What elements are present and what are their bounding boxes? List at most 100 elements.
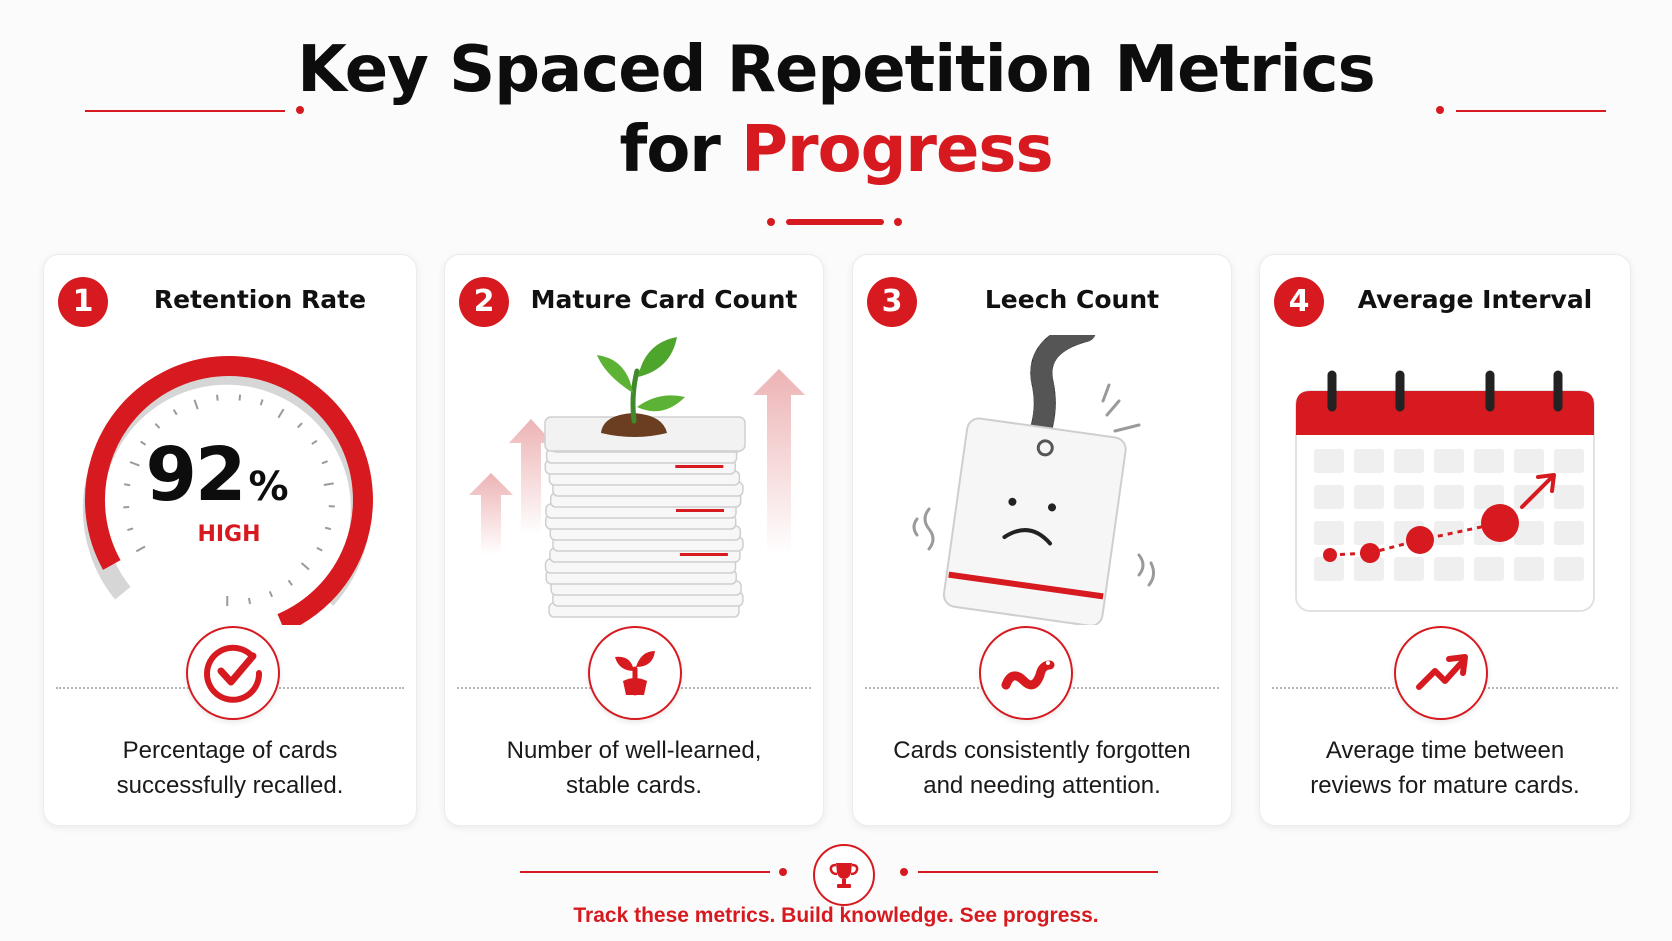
footer-right-rule: [918, 871, 1158, 873]
sprout-icon: [588, 626, 682, 720]
calendar-cell: [1314, 449, 1344, 473]
calendar-cell: [1354, 557, 1384, 581]
gauge-tick: [127, 527, 134, 532]
shake-lines: [912, 383, 1156, 587]
gauge-tick: [216, 394, 219, 401]
calendar-cell: [1514, 557, 1544, 581]
gauge-tick: [321, 460, 328, 465]
footer-right-dot: [900, 868, 908, 876]
title-prefix: for: [619, 113, 742, 187]
footer-tagline: Track these metrics. Build knowledge. Se…: [573, 904, 1099, 927]
calendar-rings: [1327, 370, 1563, 412]
gauge-tick: [135, 545, 146, 553]
calendar-illustration: [1295, 370, 1595, 612]
interval-point: [1406, 526, 1434, 554]
gauge-tick: [287, 579, 293, 586]
card-number-badge: 1: [58, 277, 108, 327]
gauge-tick: [300, 562, 310, 571]
card-title: Average Interval: [1357, 285, 1593, 314]
trophy-icon: [813, 844, 875, 906]
trend-up-icon: [1394, 626, 1488, 720]
interval-point: [1360, 543, 1380, 563]
description-line-1: Cards consistently forgotten: [893, 737, 1191, 764]
page-title: Key Spaced Repetition Metrics for Progre…: [0, 30, 1672, 190]
calendar-cell: [1314, 485, 1344, 509]
title-underline: [786, 219, 884, 225]
calendar-cell: [1474, 485, 1504, 509]
footer-left-dot: [779, 868, 787, 876]
plant-stem: [630, 368, 640, 424]
calendar-cell: [1434, 485, 1464, 509]
calendar-cell: [1394, 485, 1424, 509]
card-stripe: [675, 465, 724, 468]
description-line-1: Average time between: [1325, 737, 1565, 764]
calendar-cell: [1474, 557, 1504, 581]
growth-arrow-right: [753, 369, 805, 555]
gauge-tick: [154, 423, 161, 429]
card-description: Percentage of cards successfully recalled…: [60, 733, 400, 803]
calendar-cell: [1554, 485, 1584, 509]
gauge-tick: [247, 597, 252, 605]
gauge-tick: [129, 461, 140, 467]
card-stripe: [676, 509, 724, 512]
title-left-dot: [296, 106, 304, 114]
calendar-cell: [1314, 557, 1344, 581]
checkmark-icon: [186, 626, 280, 720]
gauge-tick: [238, 394, 242, 401]
gauge-tick: [316, 546, 323, 552]
trend-arrow: [1520, 473, 1556, 509]
calendar-cell: [1354, 521, 1384, 545]
soil-mound: [601, 413, 667, 437]
description-line-1: Percentage of cards: [122, 737, 338, 764]
leaf-left: [597, 355, 633, 393]
interval-point: [1323, 548, 1337, 562]
title-right-rule: [1456, 110, 1606, 112]
growth-arrow-mid: [509, 419, 553, 535]
title-left-rule: [85, 110, 285, 112]
card-stripe: [679, 553, 728, 556]
growth-arrow-left: [469, 473, 513, 555]
title-line-1: Key Spaced Repetition Metrics: [297, 33, 1375, 107]
gauge-tick: [311, 439, 318, 445]
calendar-cell: [1394, 449, 1424, 473]
card-number-badge: 2: [459, 277, 509, 327]
interval-point: [1481, 504, 1519, 542]
calendar-cell: [1354, 485, 1384, 509]
gauge-tick: [172, 409, 178, 416]
leech-card-illustration: [912, 335, 1156, 625]
calendar-cell: [1474, 449, 1504, 473]
description-line-2: and needing attention.: [923, 772, 1161, 799]
gauge-unit: %: [248, 464, 287, 510]
card-title: Leech Count: [984, 285, 1160, 314]
description-line-2: successfully recalled.: [116, 772, 344, 799]
card-description: Number of well-learned, stable cards.: [461, 733, 807, 803]
calendar-cell: [1554, 557, 1584, 581]
leaf-right: [638, 337, 677, 377]
gauge-number: 92: [145, 432, 244, 518]
gauge-tick: [277, 408, 285, 419]
calendar-cell: [1354, 449, 1384, 473]
title-line-2: for Progress: [0, 110, 1672, 190]
title-accent: Progress: [741, 113, 1053, 187]
card-title: Retention Rate: [153, 285, 367, 314]
calendar-cell: [1554, 521, 1584, 545]
gauge-value: 92%: [145, 432, 287, 518]
calendar-cell: [1434, 557, 1464, 581]
title-right-dot: [1436, 106, 1444, 114]
gauge-tick: [193, 399, 199, 410]
card-title: Mature Card Count: [530, 285, 798, 314]
retention-gauge: 92% HIGH: [82, 355, 373, 625]
card-number-badge: 3: [867, 277, 917, 327]
calendar-cell: [1514, 521, 1544, 545]
card-description: Cards consistently forgotten and needing …: [869, 733, 1215, 803]
description-line-2: stable cards.: [565, 772, 703, 799]
interval-trend: [1329, 521, 1501, 557]
worm-icon: [979, 626, 1073, 720]
calendar-cell: [1514, 449, 1544, 473]
gauge-tick: [259, 399, 264, 406]
gauge-tick: [323, 482, 334, 486]
calendar-cell: [1394, 557, 1424, 581]
description-line-1: Number of well-learned,: [506, 737, 762, 764]
